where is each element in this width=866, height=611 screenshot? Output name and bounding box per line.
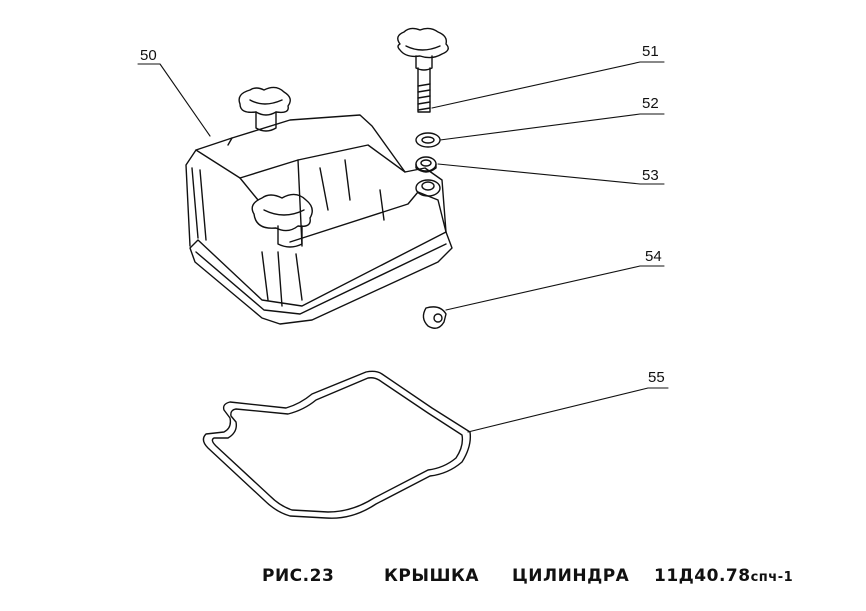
callout-53: 53 (642, 167, 659, 184)
callout-52: 52 (642, 95, 659, 112)
callout-51: 51 (642, 43, 659, 60)
caption-title-word-1: КРЫШКА (384, 566, 480, 586)
seal-washer-53 (415, 156, 437, 173)
part-code-suffix: спч-1 (750, 570, 794, 585)
leader-52 (439, 113, 665, 141)
gasket-55 (202, 370, 472, 519)
part-code-main: 11Д40.78 (654, 566, 751, 586)
washer-52 (415, 132, 441, 148)
leader-51 (431, 61, 665, 109)
cap-nut-54 (422, 306, 447, 329)
caption-title-word-2: ЦИЛИНДРА (512, 566, 630, 586)
callout-labels: 50 51 52 53 54 55 (140, 43, 665, 386)
leader-53 (437, 163, 665, 185)
leader-54 (445, 265, 665, 311)
callout-54: 54 (645, 248, 662, 265)
callout-55: 55 (648, 369, 665, 386)
part-code: 11Д40.78спч-1 (654, 566, 793, 586)
callout-50: 50 (140, 47, 157, 64)
knob-bolt-51 (397, 27, 449, 113)
leader-50 (137, 63, 211, 137)
figure-number: РИС.23 (262, 566, 335, 586)
cylinder-cover-50 (185, 86, 453, 325)
leader-lines (137, 61, 669, 433)
figure-caption: РИС.23 КРЫШКА ЦИЛИНДРА 11Д40.78спч-1 (0, 560, 866, 590)
leader-55 (467, 387, 669, 433)
